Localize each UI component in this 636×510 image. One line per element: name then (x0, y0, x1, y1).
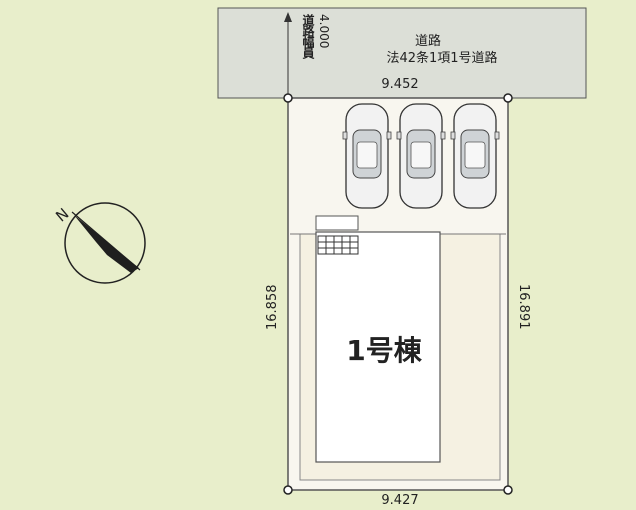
building-label: 1号棟 (346, 334, 422, 367)
road-name: 道路 (414, 34, 441, 49)
corner-marker-top-right (503, 93, 513, 103)
car-icon (450, 103, 500, 209)
corner-marker-bottom-left (283, 485, 293, 495)
road-width-value: 4.000 (317, 14, 331, 49)
dimension-right: 16.891 (516, 284, 531, 330)
road-width-label: 道路幅員 (301, 14, 315, 58)
compass-circle (64, 202, 146, 284)
outdoor-unit-grid (317, 235, 359, 255)
equipment-box (315, 215, 359, 231)
car-icon (396, 103, 446, 209)
compass-axis (71, 211, 141, 271)
building-1 (315, 231, 441, 463)
car-icon (342, 103, 392, 209)
road-type: 法42条1項1号道路 (386, 51, 498, 66)
compass-arrow-icon (74, 215, 139, 273)
corner-marker-top-left (283, 93, 293, 103)
road-area (217, 7, 587, 99)
corner-marker-bottom-right (503, 485, 513, 495)
dimension-bottom: 9.427 (381, 493, 419, 508)
dimension-left: 16.858 (265, 284, 280, 330)
road-width-arrow-top (284, 12, 292, 22)
dimension-top: 9.452 (381, 77, 419, 92)
compass: N (52, 202, 146, 284)
